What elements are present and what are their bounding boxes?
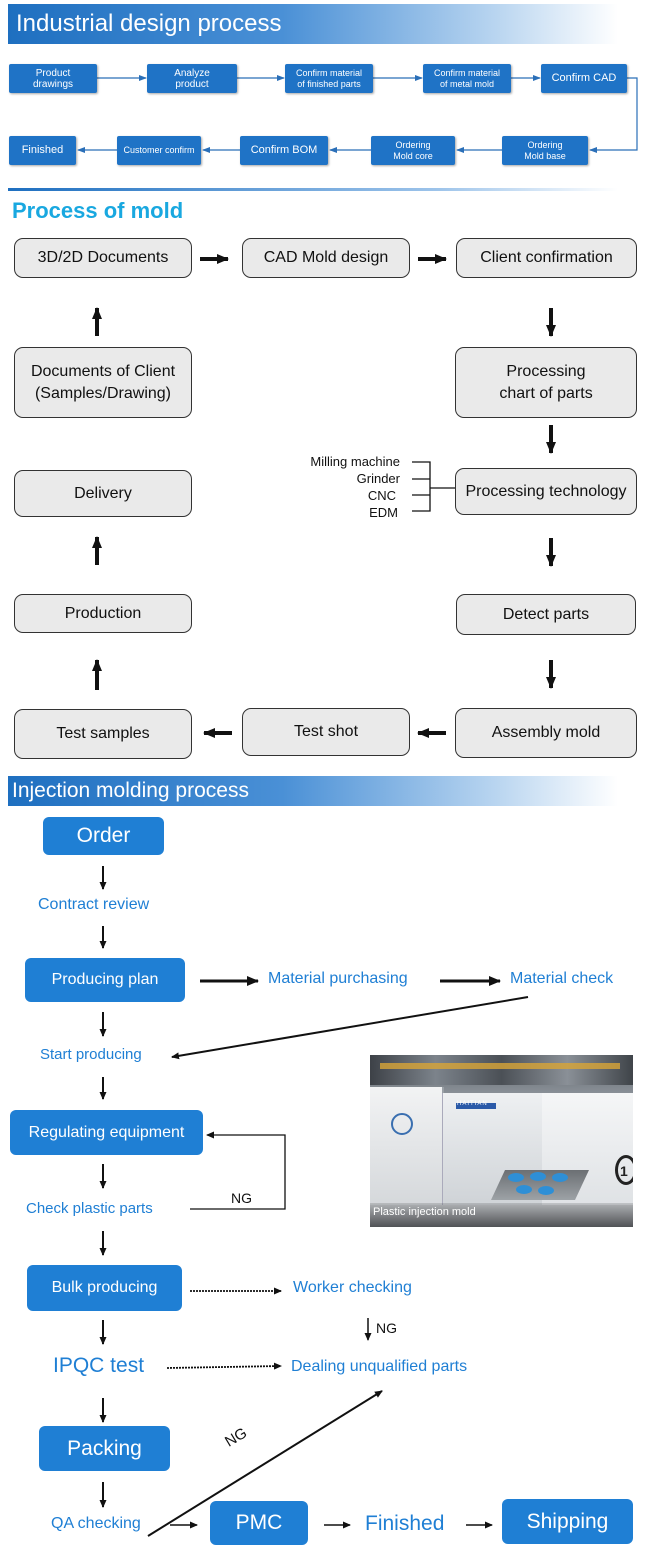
mold-test-samples: Test samples: [14, 709, 192, 759]
machine-edm: EDM: [369, 505, 398, 520]
inj-start-producing: Start producing: [40, 1046, 142, 1063]
inj-ipqc-test: IPQC test: [53, 1354, 145, 1377]
inj-dealing-unqualified: Dealing unqualified parts: [291, 1358, 468, 1375]
injection-connectors: [99, 866, 529, 1537]
step-finished: Finished: [9, 136, 76, 165]
mold-test-shot: Test shot: [242, 708, 410, 756]
machine-bracket: [412, 461, 456, 512]
brand-plate: [456, 1103, 496, 1109]
injection-section-header: Injection molding process: [8, 776, 618, 806]
inj-regulating-equipment: Regulating equipment: [10, 1110, 203, 1155]
step-confirm-material-metal: Confirm material of metal mold: [423, 64, 511, 93]
inj-material-purchasing: Material purchasing: [268, 970, 408, 987]
step-ordering-mold-base: Ordering Mold base: [502, 136, 588, 165]
machine-milling: Milling machine: [310, 454, 400, 469]
mold-production: Production: [14, 594, 192, 633]
mold-docs-3d2d: 3D/2D Documents: [14, 238, 192, 278]
mold-cad-design: CAD Mold design: [242, 238, 410, 278]
mold-client-confirmation: Client confirmation: [456, 238, 637, 278]
step-customer-confirm: Customer confirm: [117, 136, 201, 165]
inj-bulk-producing: Bulk producing: [27, 1265, 182, 1311]
inj-pmc: PMC: [210, 1501, 308, 1545]
machine-grinder: Grinder: [356, 471, 400, 486]
ng-label-2: NG: [376, 1320, 397, 1336]
mold-assembly: Assembly mold: [455, 708, 637, 758]
industrial-connectors: [77, 75, 638, 153]
step-confirm-material-finished: Confirm material of finished parts: [285, 64, 373, 93]
mold-connectors: [92, 254, 556, 738]
brand-text: HAITIAN: [457, 1101, 488, 1107]
step-ordering-mold-core: Ordering Mold core: [371, 136, 455, 165]
inj-material-check: Material check: [510, 970, 614, 987]
step-product-drawings: Product drawings: [9, 64, 97, 93]
mold-documents-of-client: Documents of Client (Samples/Drawing): [14, 347, 192, 418]
mold-processing-technology: Processing technology: [455, 468, 637, 515]
inj-finished: Finished: [365, 1512, 445, 1535]
inj-check-plastic-parts: Check plastic parts: [26, 1200, 153, 1217]
step-confirm-bom: Confirm BOM: [240, 136, 328, 165]
inj-packing: Packing: [39, 1426, 170, 1471]
inj-qa-checking: QA checking: [51, 1515, 141, 1532]
step-confirm-cad: Confirm CAD: [541, 64, 627, 93]
injection-machine-photo: HAITIAN 1 Plastic injection mold: [370, 1055, 633, 1227]
inj-order: Order: [43, 817, 164, 855]
inj-shipping: Shipping: [502, 1499, 633, 1544]
inj-contract-review: Contract review: [38, 896, 150, 913]
step-analyze-product: Analyze product: [147, 64, 237, 93]
inj-producing-plan: Producing plan: [25, 958, 185, 1002]
industrial-section-header: Industrial design process: [8, 4, 618, 44]
ng-label-1: NG: [231, 1190, 252, 1206]
mold-delivery: Delivery: [14, 470, 192, 517]
machine-cnc: CNC: [367, 488, 396, 503]
mold-detect-parts: Detect parts: [456, 594, 636, 635]
mold-processing-chart: Processing chart of parts: [455, 347, 637, 418]
inj-worker-checking: Worker checking: [293, 1279, 412, 1296]
photo-caption: Plastic injection mold: [373, 1206, 476, 1218]
mold-section-title: Process of mold: [12, 198, 184, 223]
